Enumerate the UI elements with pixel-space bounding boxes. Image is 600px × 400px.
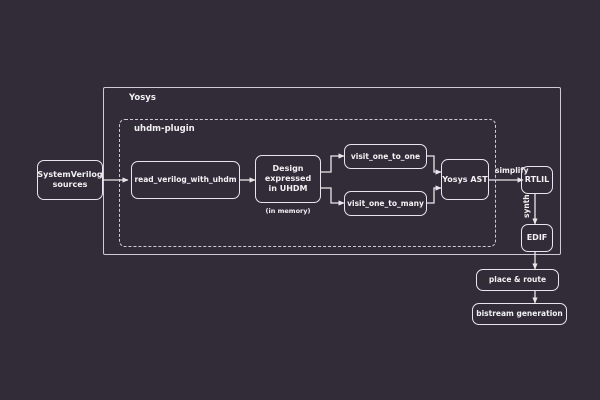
node-yosys-ast[interactable]: Yosys AST xyxy=(441,159,489,200)
node-visit-one-to-many[interactable]: visit_one_to_many xyxy=(344,191,427,216)
node-read-verilog-with-uhdm[interactable]: read_verilog_with_uhdm xyxy=(131,161,240,199)
edge-label-synth: synth xyxy=(522,194,531,218)
node-place-and-route[interactable]: place & route xyxy=(476,269,559,291)
node-systemverilog-sources-label: SystemVerilog sources xyxy=(37,170,103,189)
group-yosys xyxy=(103,87,561,255)
group-uhdm-plugin-label: uhdm-plugin xyxy=(134,124,195,134)
edge-label-simplify: simplify xyxy=(495,166,529,175)
group-yosys-label: Yosys xyxy=(129,93,156,103)
node-design-expressed-in-uhdm-label: Design expressed in UHDM xyxy=(264,164,312,193)
node-design-expressed-in-uhdm[interactable]: Design expressed in UHDM xyxy=(255,155,321,203)
node-bistream-generation[interactable]: bistream generation xyxy=(472,303,567,325)
node-rtlil[interactable]: RTLIL xyxy=(521,166,553,194)
node-design-expressed-in-uhdm-caption: (in memory) xyxy=(265,207,311,215)
node-systemverilog-sources[interactable]: SystemVerilog sources xyxy=(37,160,103,200)
node-visit-one-to-one[interactable]: visit_one_to_one xyxy=(344,144,427,169)
group-uhdm-plugin xyxy=(119,119,496,247)
node-edif[interactable]: EDIF xyxy=(521,224,553,252)
